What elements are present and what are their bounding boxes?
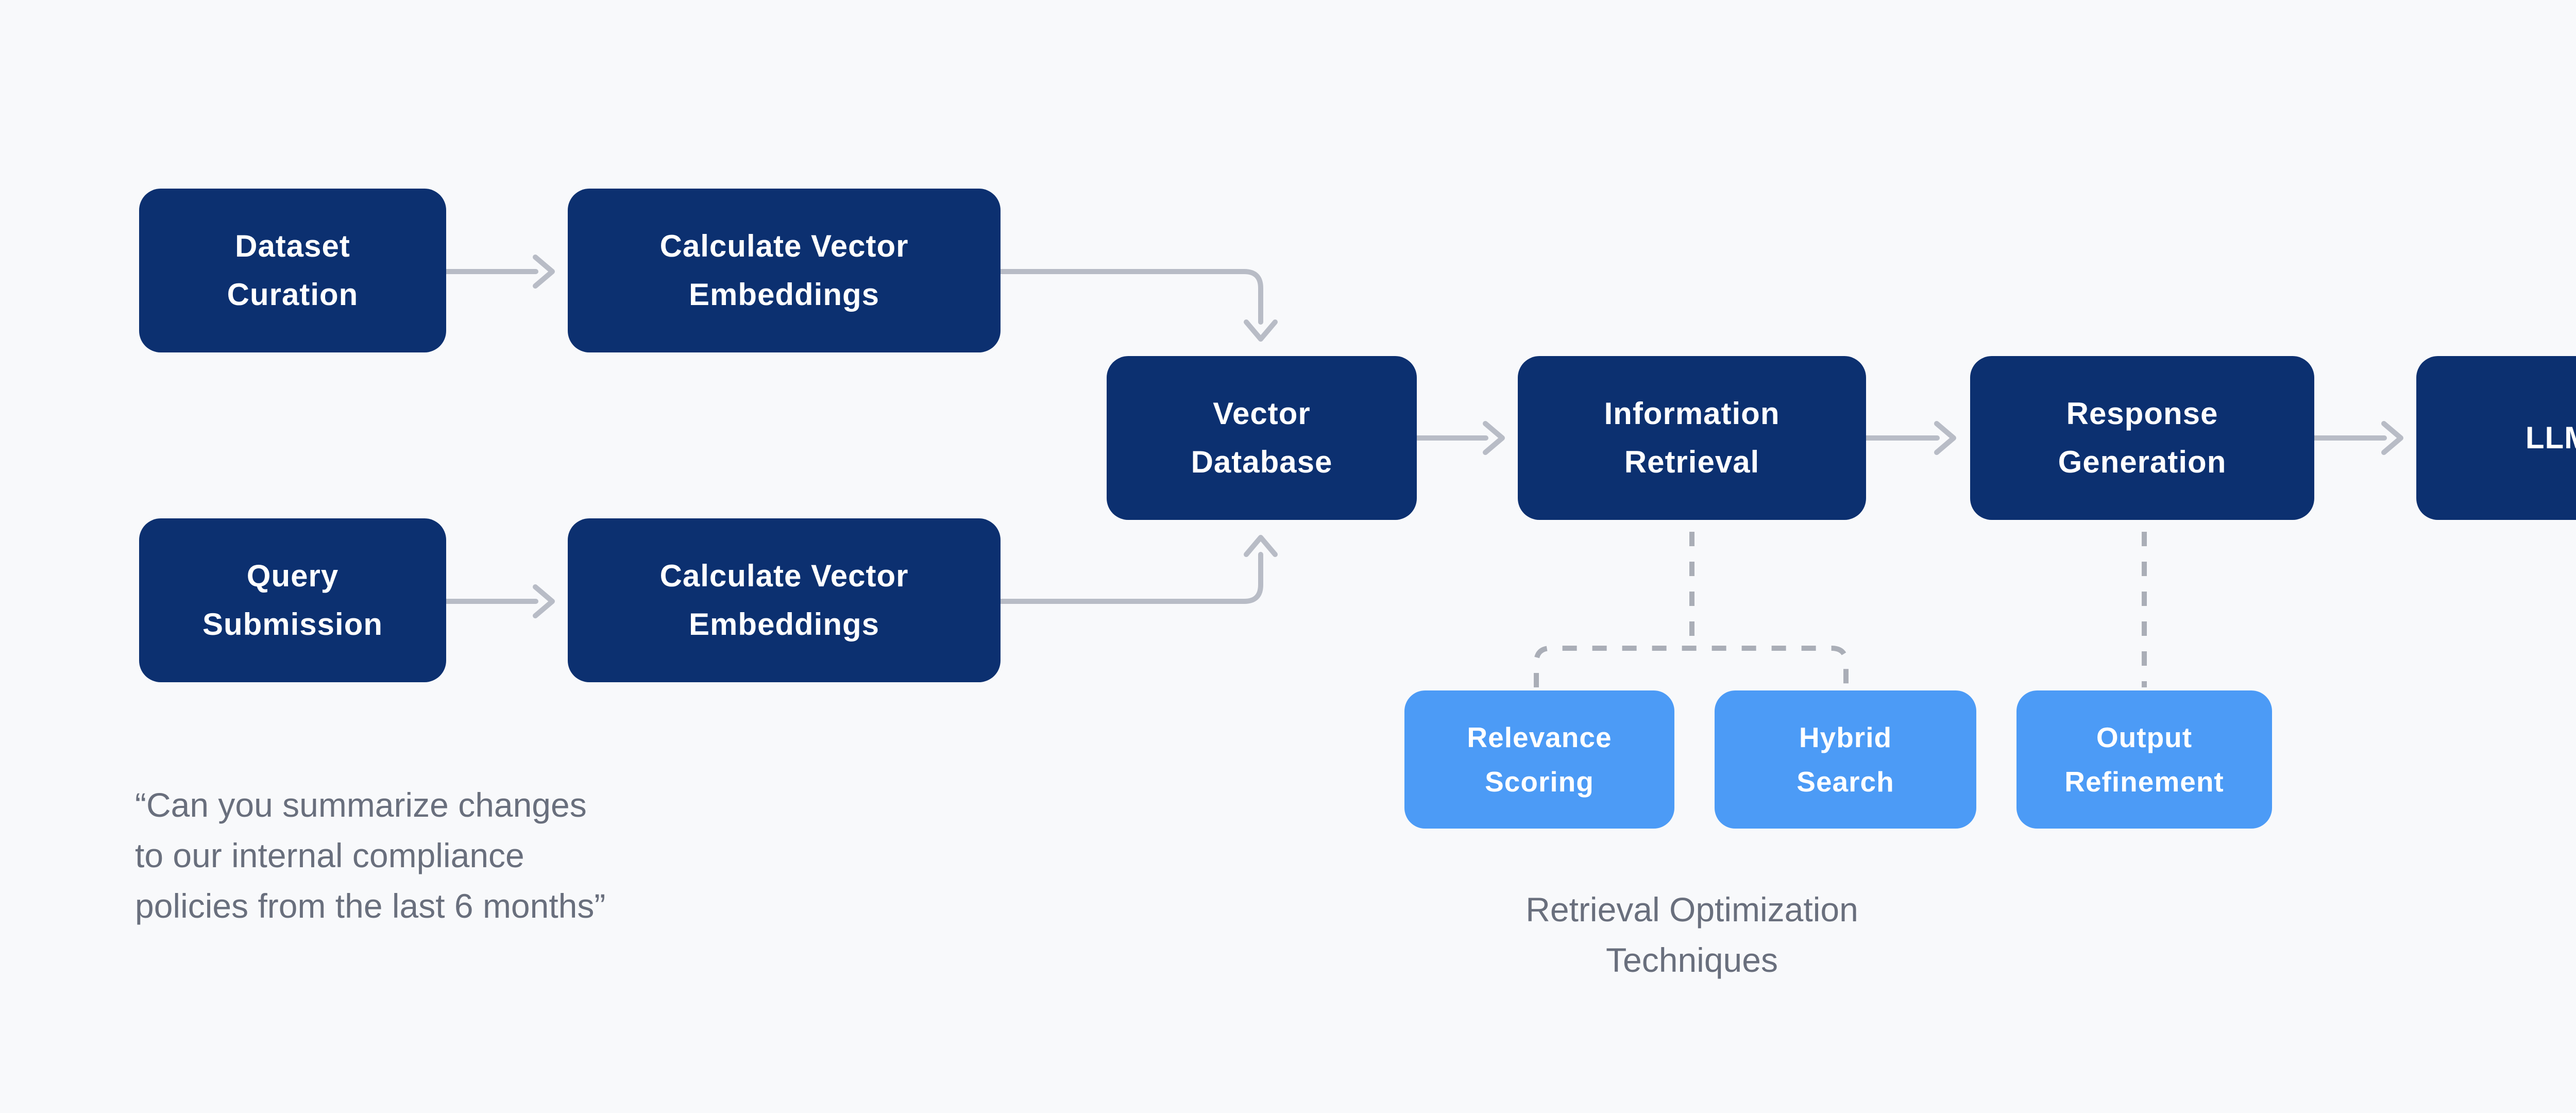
node-relevance-scoring: Relevance Scoring (1404, 690, 1674, 829)
node-information-retrieval: Information Retrieval (1518, 356, 1866, 520)
node-label: Calculate Vector (659, 559, 909, 593)
node-label: Calculate Vector (659, 229, 909, 263)
node-label: Relevance (1467, 721, 1612, 753)
node-label: Retrieval (1624, 445, 1760, 479)
node-response-generation: Response Generation (1970, 356, 2314, 520)
node-label: Output (2096, 721, 2193, 753)
quote-line: to our internal compliance (135, 836, 524, 874)
arrow-query-to-embeddings (444, 584, 555, 618)
node-label: Submission (202, 607, 383, 642)
arrow-vector-db-to-information-retrieval (1414, 421, 1505, 455)
node-label: Embeddings (688, 277, 880, 312)
node-label: Curation (227, 277, 359, 312)
caption-line: Techniques (1606, 941, 1778, 979)
node-label: Hybrid (1799, 721, 1892, 753)
node-dataset-curation: Dataset Curation (139, 189, 446, 352)
node-hybrid-search: Hybrid Search (1715, 690, 1976, 829)
node-label: Database (1191, 445, 1333, 479)
node-label: LLM (2525, 420, 2576, 455)
arrow-response-generation-to-llm (2312, 421, 2403, 455)
node-label: Generation (2058, 445, 2227, 479)
node-label: Dataset (235, 229, 350, 263)
node-label: Vector (1213, 396, 1311, 431)
node-label: Embeddings (688, 607, 880, 642)
node-label: Refinement (2064, 766, 2224, 798)
retrieval-optimization-caption: Retrieval Optimization Techniques (1357, 884, 2027, 985)
node-calculate-vector-embeddings-top: Calculate Vector Embeddings (568, 189, 1001, 352)
caption-line: Retrieval Optimization (1526, 890, 1858, 929)
node-calculate-vector-embeddings-bottom: Calculate Vector Embeddings (568, 518, 1001, 682)
quote-line: policies from the last 6 months” (135, 887, 606, 925)
arrow-embeddings-top-to-vector-db (998, 269, 1278, 342)
quote-line: “Can you summarize changes (135, 786, 587, 824)
node-label: Response (2066, 396, 2218, 431)
node-label: Information (1604, 396, 1780, 431)
node-output-refinement: Output Refinement (2016, 690, 2272, 829)
dashed-information-retrieval-to-techniques (1534, 532, 1849, 687)
node-query-submission: Query Submission (139, 518, 446, 682)
arrow-embeddings-bottom-to-vector-db (998, 535, 1278, 604)
user-query-quote: “Can you summarize changes to our intern… (135, 780, 959, 931)
node-vector-database: Vector Database (1107, 356, 1417, 520)
arrow-information-retrieval-to-response-generation (1863, 421, 1956, 455)
node-llm: LLM (2416, 356, 2576, 520)
arrow-dataset-to-embeddings (444, 255, 555, 289)
node-label: Scoring (1485, 766, 1594, 798)
node-label: Search (1797, 766, 1894, 798)
node-label: Query (246, 559, 339, 593)
